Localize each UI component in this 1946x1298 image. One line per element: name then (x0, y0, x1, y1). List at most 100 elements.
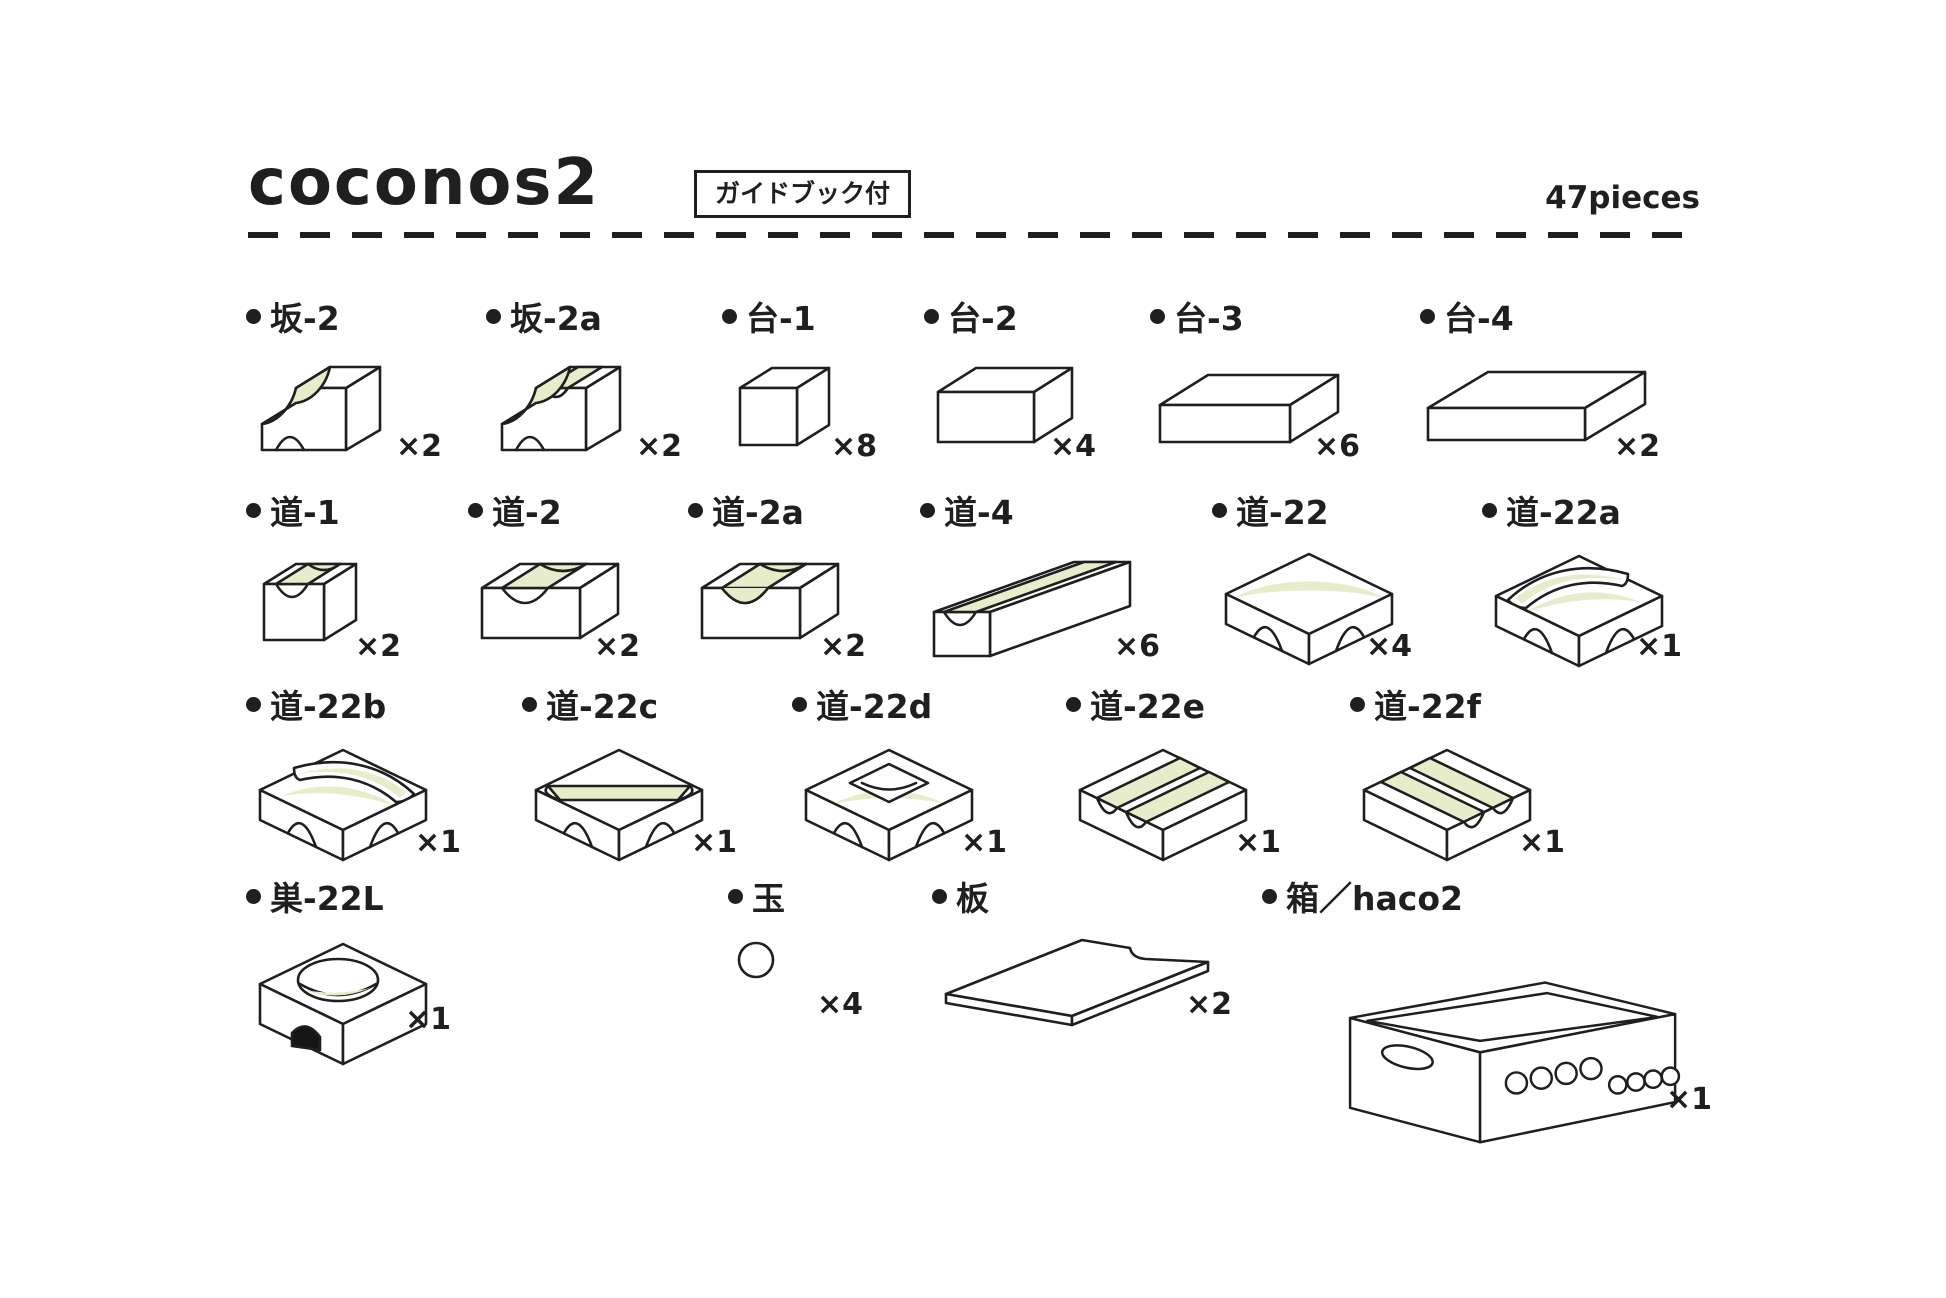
part-label-row: 台-4 (1420, 292, 1660, 340)
part-qty: ×6 (1313, 429, 1360, 464)
part-label: 玉 (752, 879, 785, 918)
product-title: coconos2 (248, 146, 600, 220)
item-dai-3: 台-3 ×6 (1150, 292, 1360, 464)
part-label: 道-22d (816, 687, 933, 726)
part-label-row: 玉 (728, 872, 863, 920)
part-label: 台-4 (1444, 299, 1514, 338)
bullet-icon (522, 696, 537, 712)
part-label-row: 台-1 (722, 292, 877, 340)
channel-block-4-icon (920, 544, 1160, 678)
part-qty: ×2 (1185, 987, 1232, 1022)
item-saka-2: 坂-2 ×2 (246, 292, 442, 464)
double-groove-slab-e-icon (1066, 738, 1281, 882)
bullet-icon (1150, 308, 1165, 324)
part-label: 道-22f (1374, 687, 1481, 726)
part-qty: ×4 (1049, 429, 1096, 464)
pieces-count: 47pieces (1545, 180, 1700, 216)
bullet-icon (1482, 502, 1497, 518)
part-label: 坂-2a (510, 299, 602, 338)
curve-slab-a-icon (1482, 544, 1682, 688)
part-qty: ×1 (1635, 629, 1682, 664)
part-label: 台-2 (948, 299, 1018, 338)
bullet-icon (688, 502, 703, 518)
rect-block-3-icon (1150, 350, 1360, 454)
part-label: 道-22e (1090, 687, 1206, 726)
item-michi-22a: 道-22a ×1 (1482, 486, 1682, 668)
part-label-row: 道-22d (792, 680, 1007, 728)
straight-channel-slab-icon (522, 738, 737, 882)
part-label-row: 道-1 (246, 486, 401, 534)
dashed-divider (248, 232, 1704, 238)
bullet-icon (1262, 888, 1277, 904)
item-dai-4: 台-4 ×2 (1420, 292, 1660, 464)
bullet-icon (728, 888, 743, 904)
bullet-icon (486, 308, 501, 324)
part-qty: ×2 (819, 629, 866, 664)
channel-slope-block-icon (688, 544, 866, 658)
item-michi-2a: 道-2a ×2 (688, 486, 866, 664)
item-michi-2: 道-2 ×2 (468, 486, 640, 664)
item-dai-1: 台-1 ×8 (722, 292, 877, 464)
part-label: 道-22a (1506, 493, 1621, 532)
part-label: 台-1 (746, 299, 816, 338)
item-michi-22e: 道-22e ×1 (1066, 680, 1281, 862)
part-label: 台-3 (1174, 299, 1244, 338)
crossing-slab-icon (1212, 544, 1412, 683)
item-saka-2a: 坂-2a ×2 (486, 292, 682, 464)
part-qty: ×1 (404, 1002, 451, 1037)
part-label-row: 道-22 (1212, 486, 1412, 534)
item-tama: 玉 ×4 (728, 872, 863, 1022)
part-qty: ×2 (635, 429, 682, 464)
part-label-row: 板 (932, 872, 1232, 920)
bullet-icon (920, 502, 935, 518)
channel-cube-icon (246, 544, 401, 658)
channel-block-2-icon (468, 544, 640, 658)
part-qty: ×1 (1665, 1082, 1712, 1117)
bullet-icon (246, 696, 261, 712)
part-label: 道-2 (492, 493, 562, 532)
part-label-row: 道-2a (688, 486, 866, 534)
double-groove-slab-f-icon (1350, 738, 1565, 882)
bullet-icon (722, 308, 737, 324)
bullet-icon (246, 888, 261, 904)
item-michi-22: 道-22 ×4 (1212, 486, 1412, 666)
part-label-row: 坂-2a (486, 292, 682, 340)
bullet-icon (246, 308, 261, 324)
part-qty: ×2 (593, 629, 640, 664)
part-label: 道-4 (944, 493, 1014, 532)
item-michi-4: 道-4 ×6 (920, 486, 1160, 664)
rect-block-4-icon (1420, 350, 1660, 454)
item-dai-2: 台-2 ×4 (924, 292, 1096, 464)
part-label-row: 巣-22L (246, 872, 451, 920)
bullet-icon (246, 502, 261, 518)
bullet-icon (924, 308, 939, 324)
part-label: 道-1 (270, 493, 340, 532)
rect-block-2-icon (924, 350, 1096, 454)
part-label-row: 道-4 (920, 486, 1160, 534)
part-qty: ×1 (690, 825, 737, 860)
part-qty: ×6 (1113, 629, 1160, 664)
part-qty: ×4 (1365, 629, 1412, 664)
bullet-icon (1420, 308, 1435, 324)
curve-slab-b-icon (246, 738, 461, 882)
part-qty: ×1 (414, 825, 461, 860)
part-label-row: 箱／haco2 (1262, 872, 1712, 920)
part-qty: ×1 (1234, 825, 1281, 860)
part-qty: ×4 (816, 987, 863, 1022)
part-label-row: 道-22f (1350, 680, 1565, 728)
item-michi-1: 道-1 ×2 (246, 486, 401, 664)
part-qty: ×8 (830, 429, 877, 464)
part-qty: ×1 (1518, 825, 1565, 860)
storage-box-icon (1262, 930, 1712, 1173)
part-label-row: 台-3 (1150, 292, 1360, 340)
part-label-row: 台-2 (924, 292, 1096, 340)
item-hako: 箱／haco2 ×1 (1262, 872, 1712, 1144)
part-label: 箱／haco2 (1286, 879, 1463, 918)
part-label-row: 道-22c (522, 680, 737, 728)
ball-icon (728, 930, 863, 994)
board-icon (932, 930, 1232, 1044)
item-michi-22c: 道-22c ×1 (522, 680, 737, 862)
item-su-22l: 巣-22L ×1 (246, 872, 451, 1066)
part-label-row: 道-22e (1066, 680, 1281, 728)
